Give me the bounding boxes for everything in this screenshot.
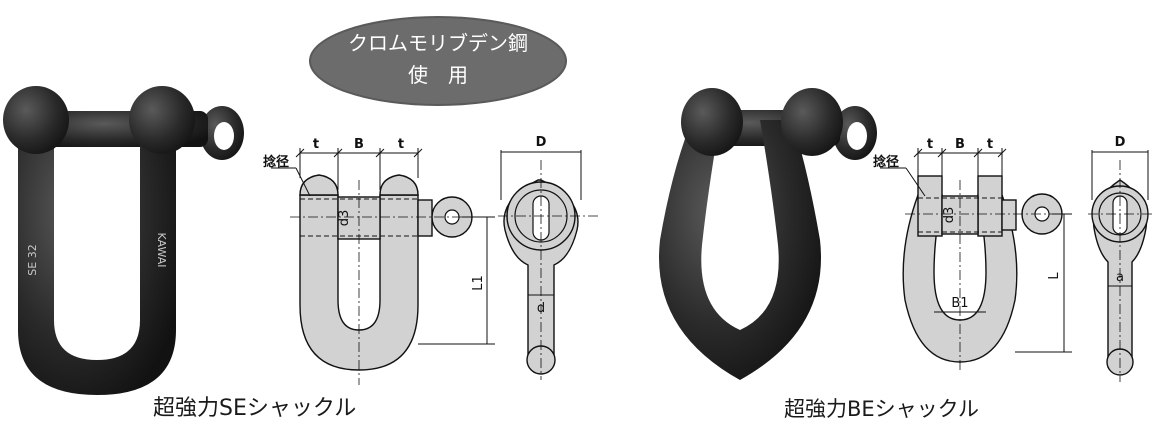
se-label-d-body: d <box>537 301 545 316</box>
be-side-drawing <box>1088 150 1152 382</box>
se-shackle-photo: SE 32 KAWAI <box>3 86 244 395</box>
be-shackle-photo <box>659 88 877 380</box>
se-label-d3: d3 <box>337 210 352 227</box>
be-label-pin-dia: 捻径 <box>873 154 899 170</box>
se-caption: 超強力SEシャックル <box>153 396 357 421</box>
be-label-t-left: t <box>927 137 933 152</box>
be-caption: 超強力BEシャックル <box>784 397 980 421</box>
badge-text-line1: クロムモリブデン鋼 <box>348 31 528 55</box>
se-label-pin-dia: 捻径 <box>263 154 289 170</box>
se-label-b: B <box>354 137 364 152</box>
be-label-d3: d3 <box>942 207 957 224</box>
be-label-b1: B1 <box>951 296 968 311</box>
be-front-drawing <box>880 148 1072 372</box>
material-badge: クロムモリブデン鋼 使 用 <box>309 16 567 106</box>
be-label-l: L <box>1047 272 1062 280</box>
se-stamp-right: KAWAI <box>155 233 168 268</box>
se-label-l1: L1 <box>471 275 486 291</box>
se-label-t-left: t <box>313 137 319 152</box>
be-label-a: a <box>1116 270 1124 285</box>
be-label-d-top: D <box>1115 135 1126 150</box>
se-stamp-left: SE 32 <box>26 244 39 275</box>
se-front-drawing <box>271 148 495 385</box>
be-label-t-right: t <box>987 137 993 152</box>
se-side-drawing <box>498 150 600 380</box>
se-label-d-top: D <box>536 135 547 150</box>
be-label-b: B <box>955 137 965 152</box>
badge-text-line2: 使 用 <box>408 63 468 87</box>
se-label-t-right: t <box>398 137 404 152</box>
